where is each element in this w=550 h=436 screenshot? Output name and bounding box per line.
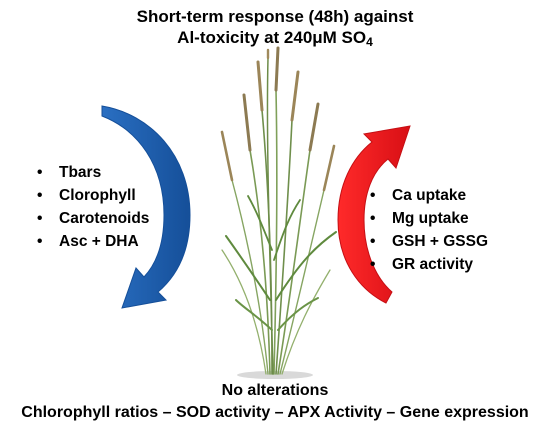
no-alterations-heading: No alterations (221, 382, 329, 399)
diagram-title-line1: Short-term response (48h) against (136, 7, 414, 26)
decreased-parameters-list: Tbars Clorophyll Carotenoids Asc + DHA (33, 161, 149, 253)
grass-plant-illustration (220, 46, 337, 379)
list-item: Mg uptake (366, 207, 488, 230)
increased-parameters-list: Ca uptake Mg uptake GSH + GSSG GR activi… (366, 184, 488, 276)
diagram-title-line2: Al-toxicity at 240μM SO4 (0, 27, 550, 48)
list-item: GSH + GSSG (366, 230, 488, 253)
title-line2-text: Al-toxicity at 240μM SO (177, 28, 367, 47)
list-item: Carotenoids (33, 207, 149, 230)
list-item: Asc + DHA (33, 230, 149, 253)
list-item: Ca uptake (366, 184, 488, 207)
list-item: Tbars (33, 161, 149, 184)
list-item: Clorophyll (33, 184, 149, 207)
title-line2-subscript: 4 (366, 35, 373, 49)
unchanged-parameters-line: Chlorophyll ratios – SOD activity – APX … (21, 404, 529, 421)
blue-curved-arrow-icon (101, 105, 191, 309)
list-item: GR activity (366, 253, 488, 276)
